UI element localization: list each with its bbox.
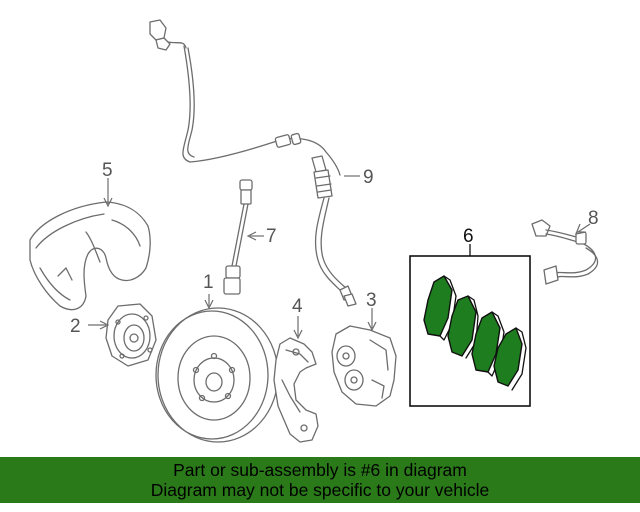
callout-2: 2 xyxy=(70,316,81,337)
banner-line-1: Part or sub-assembly is #6 in diagram xyxy=(173,460,467,480)
parts-diagram: 9 5 7 1 xyxy=(29,19,599,443)
part-7-wear-sensor[interactable] xyxy=(223,179,253,295)
callout-5: 5 xyxy=(102,160,113,181)
banner-line-2: Diagram may not be specific to your vehi… xyxy=(150,480,490,500)
part-5-splash-shield[interactable] xyxy=(29,201,151,311)
callout-6: 6 xyxy=(463,226,474,247)
part-notice-banner: Part or sub-assembly is #6 in diagram Di… xyxy=(0,457,640,503)
part-8-pad-wear-sensor[interactable] xyxy=(531,219,599,285)
callout-4: 4 xyxy=(292,296,303,317)
part-9-speed-sensor-wire[interactable] xyxy=(149,19,357,307)
part-3-brake-caliper[interactable] xyxy=(331,325,397,407)
callout-3: 3 xyxy=(366,290,377,311)
part-4-caliper-bracket[interactable] xyxy=(273,337,319,443)
part-1-brake-rotor[interactable] xyxy=(155,307,279,443)
part-2-wheel-hub[interactable] xyxy=(105,303,157,367)
callout-9: 9 xyxy=(363,167,374,188)
callout-7: 7 xyxy=(266,226,277,247)
callout-8: 8 xyxy=(588,208,599,229)
callout-1: 1 xyxy=(203,272,214,293)
part-6-brake-pad-set[interactable] xyxy=(409,255,531,407)
